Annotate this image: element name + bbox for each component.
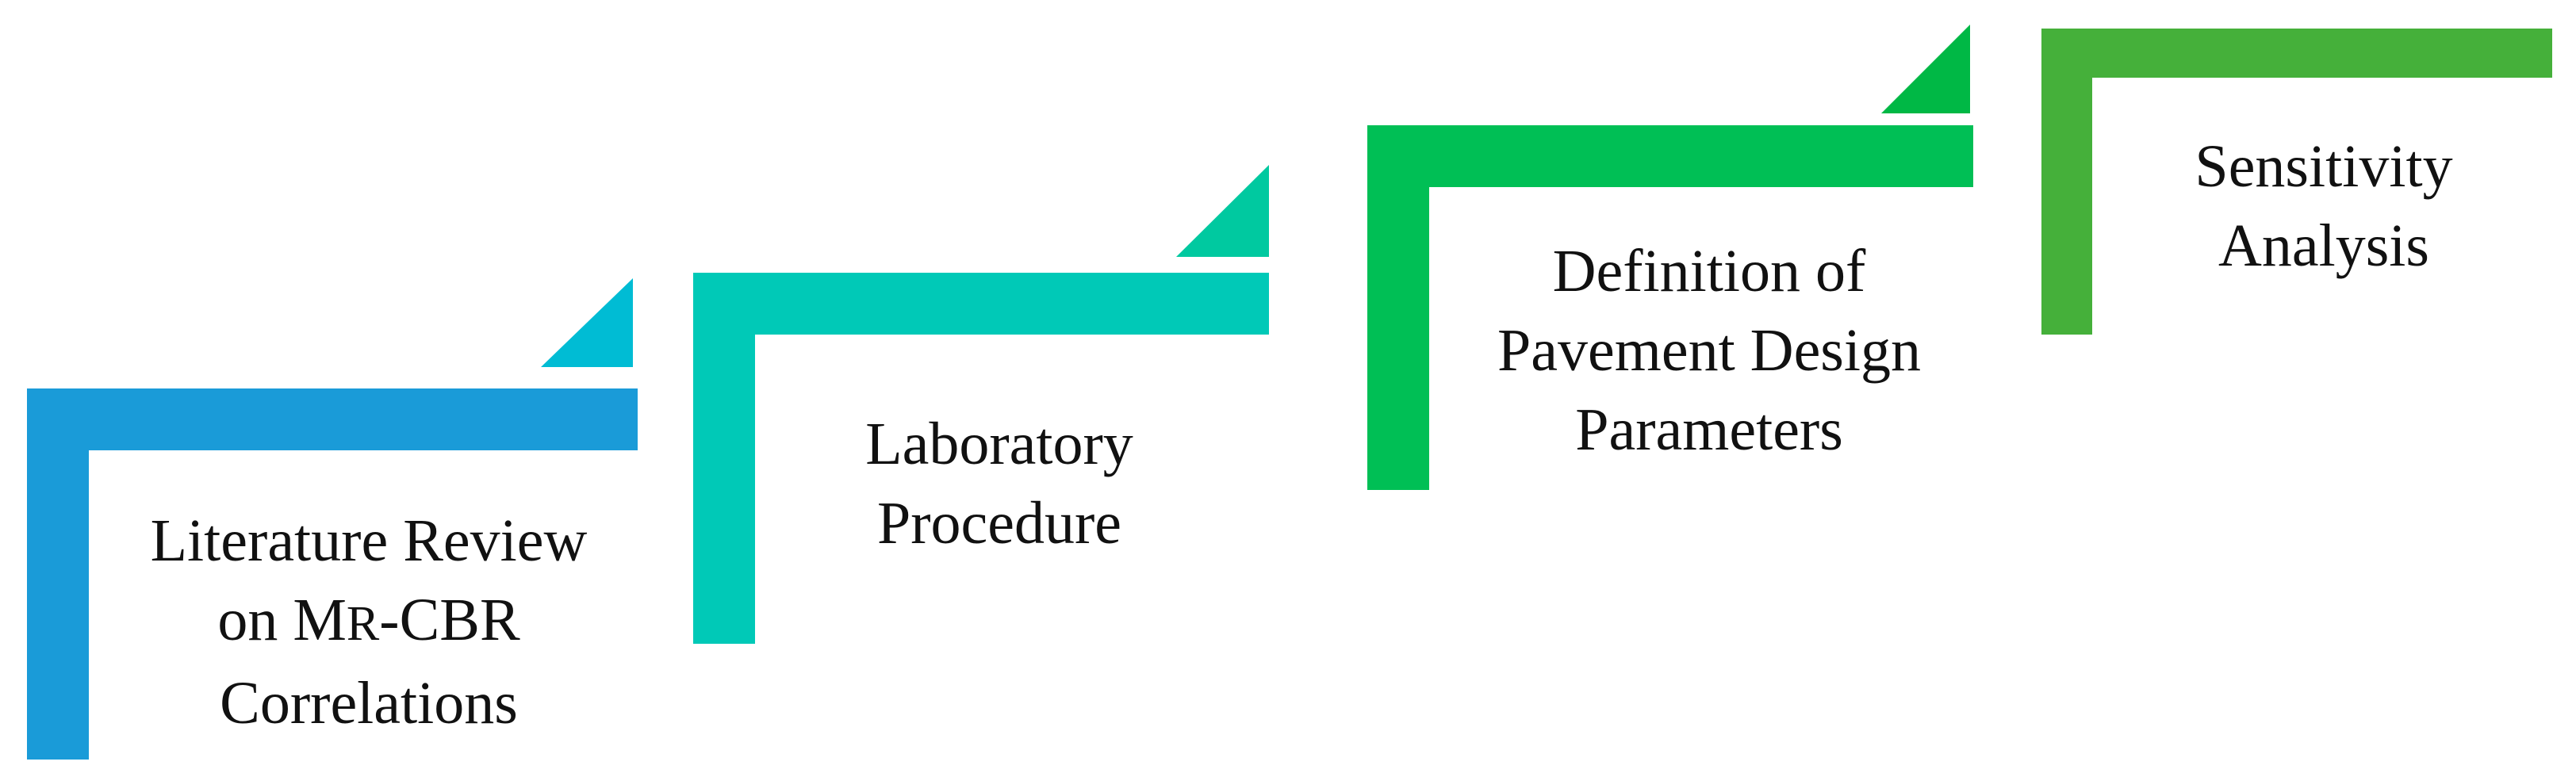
- step-3-horizontal-bar: [1367, 125, 1973, 187]
- step-1-label-line-1: Literature Review: [150, 507, 588, 574]
- step-3-label-line-1: Definition of: [1552, 238, 1866, 304]
- step-1-label-line-2: on MR-CBR: [95, 580, 642, 664]
- step-1-vertical-bar: [27, 388, 89, 760]
- step-2-corner-triangle: [1176, 165, 1269, 257]
- step-3-vertical-bar: [1367, 125, 1429, 490]
- step-4-label-line-2: Analysis: [2218, 212, 2429, 279]
- step-4-label-line-1: Sensitivity: [2195, 133, 2453, 200]
- step-1-label: Literature Review on MR-CBR Correlations: [95, 501, 642, 743]
- step-2-vertical-bar: [693, 273, 755, 644]
- step-2-label-line-2: Procedure: [876, 490, 1122, 557]
- mr-symbol-main: M: [293, 587, 347, 653]
- step-4-vertical-bar: [2041, 29, 2092, 335]
- step-4-label: Sensitivity Analysis: [2094, 127, 2554, 285]
- step-1-triangle-shape: [541, 278, 633, 367]
- step-3-label-line-3: Parameters: [1575, 396, 1843, 463]
- step-1-label-line-2-suffix: -CBR: [379, 587, 520, 653]
- step-2-label-line-1: Laboratory: [865, 411, 1133, 477]
- step-3-corner-triangle: [1881, 25, 1970, 113]
- mr-symbol-subscript: R: [346, 597, 380, 651]
- step-3-triangle-shape: [1881, 25, 1970, 113]
- step-3-label: Definition of Pavement Design Parameters: [1432, 232, 1987, 469]
- step-1-corner-triangle: [541, 278, 633, 367]
- step-1-label-line-3: Correlations: [220, 670, 518, 737]
- step-2-horizontal-bar: [693, 273, 1269, 335]
- step-4-horizontal-bar: [2041, 29, 2552, 78]
- step-2-triangle-shape: [1176, 165, 1269, 257]
- step-1-horizontal-bar: [27, 388, 638, 450]
- step-2-label: Laboratory Procedure: [761, 404, 1237, 563]
- step-1-label-line-2-prefix: on: [217, 587, 293, 653]
- step-3-label-line-2: Pavement Design: [1497, 317, 1921, 384]
